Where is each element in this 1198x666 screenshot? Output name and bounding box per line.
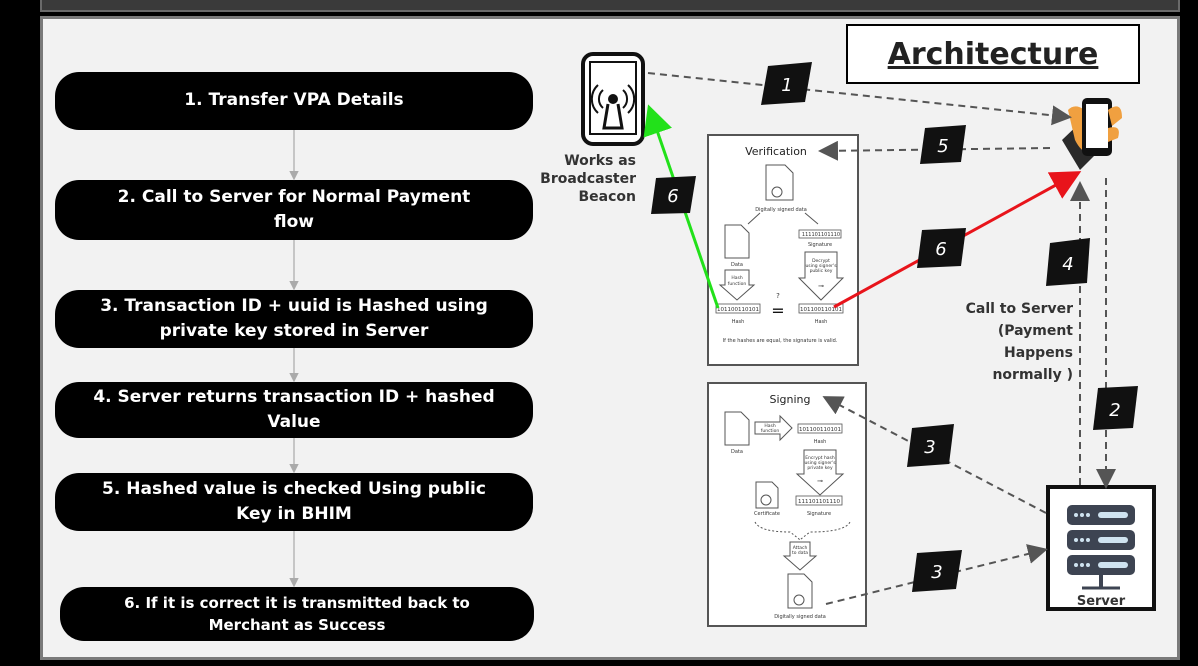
verification-hash-label-right: Hash — [815, 319, 828, 325]
svg-text:4: 4 — [1062, 254, 1073, 275]
arrow-1 — [647, 72, 1072, 126]
signing-hash-fn-1: Hash — [764, 423, 775, 429]
verification-decrypt-1: Decrypt — [812, 258, 830, 264]
signing-panel: Signing Data Hash function 101100110101 … — [707, 382, 867, 627]
beacon-label-line-1: Works as — [564, 153, 636, 169]
verification-panel: Verification Digitally signed data Data … — [707, 134, 859, 366]
step-2: 2. Call to Server for Normal Payment flo… — [55, 180, 533, 240]
verification-data: Data — [731, 262, 743, 268]
server-icon — [1046, 485, 1156, 611]
signing-hash-fn-2: function — [761, 428, 780, 434]
verification-title: Verification — [745, 145, 807, 158]
signing-encrypt-3: private key — [807, 465, 833, 471]
signing-title: Signing — [769, 393, 810, 406]
badge-6b: 6 — [917, 228, 966, 268]
svg-text:2: 2 — [1109, 400, 1120, 421]
server-call-line-1: Call to Server — [965, 301, 1073, 317]
signing-attach-1: Attach — [793, 545, 808, 551]
key-icon: ⊸ — [818, 282, 824, 290]
verification-hash-label-left: Hash — [732, 319, 745, 325]
server-label: Server — [1077, 594, 1126, 609]
signing-sig-bits: 111101101110 — [798, 499, 840, 505]
beacon-label: Works as Broadcaster Beacon — [540, 152, 636, 206]
verification-signed-data: Digitally signed data — [755, 207, 807, 213]
badge-4: 4 — [1046, 238, 1090, 286]
verification-hash-left: 101100110101 — [717, 307, 759, 313]
step-1: 1. Transfer VPA Details — [55, 72, 533, 130]
signing-hash-label: Hash — [814, 439, 827, 445]
title-box: Architecture — [846, 24, 1140, 84]
beacon-label-line-2: Broadcaster — [540, 171, 636, 187]
step-4: 4. Server returns transaction ID + hashe… — [55, 382, 533, 438]
step-5: 5. Hashed value is checked Using public … — [55, 473, 533, 531]
svg-text:5: 5 — [937, 136, 948, 157]
badge-1: 1 — [761, 62, 812, 105]
server-call-line-4: normally ) — [992, 367, 1073, 383]
certificate-icon — [755, 481, 779, 509]
signing-certificate: Certificate — [754, 511, 780, 517]
user-phone-icon — [1062, 98, 1122, 170]
badge-5: 5 — [920, 125, 966, 164]
svg-text:1: 1 — [781, 75, 792, 96]
verification-signature: Signature — [808, 242, 832, 248]
svg-text:6: 6 — [667, 186, 678, 207]
signing-attach-2: to data — [792, 550, 808, 556]
step-6: 6. If it is correct it is transmitted ba… — [60, 587, 534, 641]
verification-decrypt-2: using signer's — [805, 263, 837, 269]
svg-text:3: 3 — [931, 562, 942, 583]
equals-icon: = — [771, 301, 784, 320]
signing-signed-doc-icon — [787, 573, 813, 609]
signing-encrypt-1: Encrypt hash — [805, 455, 835, 461]
signing-data: Data — [731, 449, 743, 455]
server-call-line-2: (Payment — [997, 323, 1073, 339]
badge-6a: 6 — [651, 176, 696, 214]
verification-hash-fn-2: function — [728, 281, 747, 287]
server-call-line-3: Happens — [1003, 345, 1073, 361]
signing-signed-data: Digitally signed data — [774, 614, 826, 620]
top-bar — [40, 0, 1180, 12]
badge-2: 2 — [1093, 386, 1138, 430]
verification-decrypt-3: public key — [810, 268, 833, 274]
signing-hash-bits: 101100110101 — [799, 427, 841, 433]
signing-signature: Signature — [807, 511, 831, 517]
signing-key-icon: ⊸ — [817, 477, 823, 485]
svg-text:3: 3 — [924, 437, 935, 458]
svg-text:6: 6 — [935, 239, 946, 260]
badge-3a: 3 — [907, 424, 954, 467]
verification-sig-bits: 111101101110 — [802, 232, 840, 238]
badge-3b: 3 — [912, 550, 962, 592]
step-3: 3. Transaction ID + uuid is Hashed using… — [55, 290, 533, 348]
verification-question: ? — [776, 292, 780, 300]
verification-footer: If the hashes are equal, the signature i… — [723, 338, 838, 344]
beacon-label-line-3: Beacon — [578, 189, 637, 205]
verification-hash-fn-1: Hash — [731, 275, 742, 281]
signing-encrypt-2: using signer's — [804, 460, 836, 466]
server-call-label: Call to Server (Payment Happens normally… — [955, 298, 1073, 386]
data-doc-icon — [724, 224, 750, 259]
verification-hash-right: 101100110101 — [800, 307, 842, 313]
signed-doc-icon — [765, 164, 794, 201]
diagram-title: Architecture — [887, 36, 1099, 72]
beacon-phone-icon — [581, 52, 645, 146]
